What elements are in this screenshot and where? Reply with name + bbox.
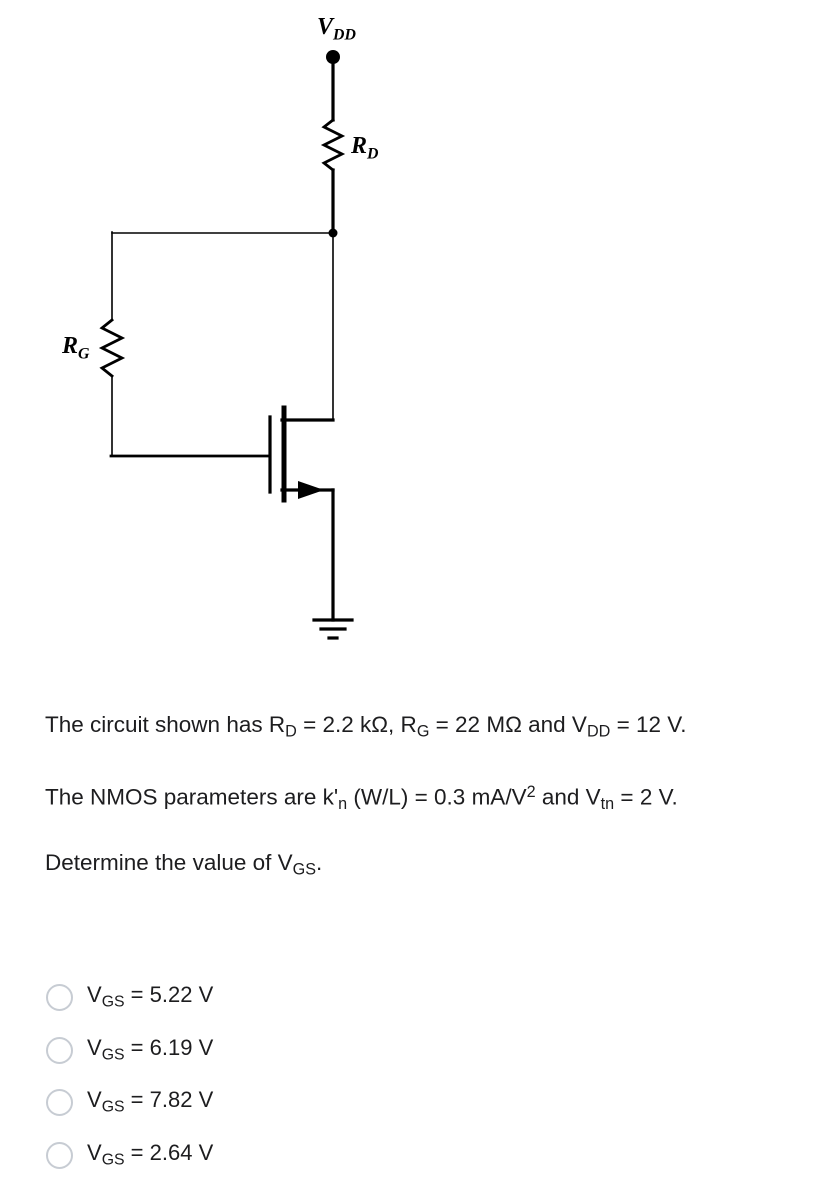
circuit-diagram: VDD RD RG <box>62 15 378 640</box>
radio-button[interactable] <box>46 1088 73 1116</box>
text-segment: Determine the value of V <box>45 850 293 875</box>
radio-button[interactable] <box>46 1036 73 1064</box>
text-segment: The circuit shown has R <box>45 712 286 737</box>
answer-option-1[interactable]: VGS = 5.22 V <box>46 982 213 1012</box>
resistor-rg <box>98 318 126 378</box>
vdd-label-base: V <box>317 14 334 40</box>
text-segment: V <box>87 982 102 1008</box>
text-segment: (W/L) = 0.3 mA/V <box>347 784 527 810</box>
text-segment: V <box>87 1087 102 1113</box>
rd-label-sub: D <box>367 145 379 163</box>
text-segment: and V <box>535 784 601 810</box>
mosfet-source-arrow <box>298 481 324 499</box>
question-line-2: The NMOS parameters are k'n (W/L) = 0.3 … <box>45 782 678 815</box>
text-segment: = 12 V. <box>610 712 687 737</box>
rg-label: RG <box>62 334 89 362</box>
option-label: VGS = 2.64 V <box>87 1140 213 1169</box>
text-segment: The NMOS parameters are k' <box>45 784 339 810</box>
circuit-svg <box>98 50 354 640</box>
rg-label-sub: G <box>78 345 90 363</box>
text-segment: V <box>87 1140 102 1166</box>
text-segment: = 2.64 V <box>124 1140 214 1166</box>
option-label: VGS = 6.19 V <box>87 1035 213 1064</box>
radio-button[interactable] <box>46 1141 73 1169</box>
text-subscript: tn <box>600 794 615 813</box>
vdd-label: VDD <box>317 15 356 43</box>
answer-option-4[interactable]: VGS = 2.64 V <box>46 1140 213 1170</box>
text-segment: = 22 MΩ and V <box>429 712 587 737</box>
question-line-3: Determine the value of VGS. <box>45 848 322 881</box>
text-subscript: D <box>285 722 297 741</box>
rg-label-base: R <box>62 333 79 359</box>
text-segment: = 7.82 V <box>124 1087 214 1113</box>
rd-label-base: R <box>351 133 368 159</box>
text-subscript: GS <box>101 1046 125 1064</box>
option-label: VGS = 7.82 V <box>87 1087 213 1116</box>
question-line-1: The circuit shown has RD = 2.2 kΩ, RG = … <box>45 710 686 743</box>
text-segment: = 5.22 V <box>124 982 214 1008</box>
text-segment: = 6.19 V <box>124 1035 214 1061</box>
text-subscript: n <box>338 794 348 813</box>
resistor-rd <box>320 118 346 172</box>
text-subscript: GS <box>101 993 125 1011</box>
rd-label: RD <box>351 134 378 162</box>
option-label: VGS = 5.22 V <box>87 982 213 1011</box>
text-subscript: GS <box>292 860 317 879</box>
text-segment: = 2.2 kΩ, R <box>296 712 417 737</box>
text-segment: = 2 V. <box>614 784 678 810</box>
text-subscript: DD <box>586 722 611 741</box>
text-subscript: G <box>416 722 430 741</box>
answer-option-2[interactable]: VGS = 6.19 V <box>46 1035 213 1065</box>
answer-option-3[interactable]: VGS = 7.82 V <box>46 1087 213 1117</box>
vdd-label-sub: DD <box>333 26 356 44</box>
vdd-node-dot <box>326 50 340 64</box>
text-segment: . <box>316 850 323 875</box>
radio-button[interactable] <box>46 983 73 1011</box>
text-subscript: GS <box>101 1151 125 1169</box>
text-subscript: GS <box>101 1098 125 1116</box>
text-superscript: 2 <box>526 783 536 801</box>
text-segment: V <box>87 1035 102 1061</box>
